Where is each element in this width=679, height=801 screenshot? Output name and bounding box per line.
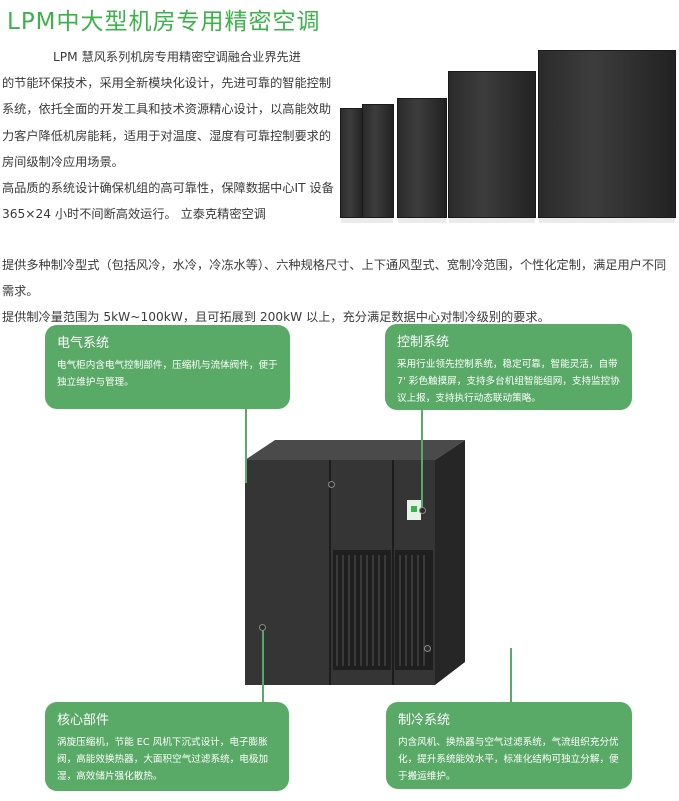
precision-ac-unit-image [245, 440, 465, 685]
unit-small-2 [362, 104, 394, 223]
connector-control [421, 410, 423, 510]
marker-cooling [424, 645, 431, 652]
connector-cooling [510, 648, 512, 702]
marker-electrical [328, 481, 335, 488]
feature-box-control: 控制系统 采用行业领先控制系统，稳定可靠，智能灵活，自带 7' 彩色触摸屏，支持… [385, 324, 632, 410]
feature-box-electrical: 电气系统 电气柜内含电气控制部件，压缩机与流体阀件，便于独立维护与管理。 [45, 325, 290, 409]
feature-box-cooling: 制冷系统 内含风机、换热器与空气过滤系统，气流组织充分优化，提升系统能效水平，标… [386, 702, 632, 789]
unit-medium-2 [448, 71, 536, 223]
unit-large [538, 50, 676, 223]
feature-text: 采用行业领先控制系统，稳定可靠，智能灵活，自带 7' 彩色触摸屏，支持多台机组智… [397, 359, 620, 404]
feature-text: 涡旋压缩机，节能 EC 风机下沉式设计，电子膨胀阀，高能效换热器，大面积空气过滤… [57, 737, 269, 782]
feature-title: 电气系统 [57, 336, 110, 351]
intro-body: 的节能环保技术，采用全新模块化设计，先进可靠的智能控制系统，依托全面的开发工具和… [2, 76, 332, 169]
unit-medium-1 [397, 98, 447, 223]
marker-core [259, 624, 266, 631]
paragraph-2: 提供多种制冷型式（包括风冷，水冷，冷冻水等）、六种规格尺寸、上下通风型式、宽制冷… [2, 258, 667, 299]
paragraph-3: 提供制冷量范围为 5kW~100kW，且可拓展到 200kW 以上，充分满足数据… [2, 310, 550, 324]
feature-text: 电气柜内含电气控制部件，压缩机与流体阀件，便于独立维护与管理。 [57, 360, 278, 388]
feature-box-core: 核心部件 涡旋压缩机，节能 EC 风机下沉式设计，电子膨胀阀，高能效换热器，大面… [45, 702, 289, 791]
feature-text: 内含风机、换热器与空气过滤系统，气流组织充分优化，提升系统能效水平，标准化结构可… [398, 737, 619, 782]
intro-reliability: 高品质的系统设计确保机组的高可靠性，保障数据中心IT 设备 365×24 小时不… [2, 181, 334, 222]
intro-paragraph: LPM 慧风系列机房专用精密空调融合业界先进 的节能环保技术，采用全新模块化设计… [2, 44, 334, 227]
connector-electrical [245, 409, 247, 483]
page-title: LPM中大型机房专用精密空调 [7, 9, 321, 35]
connector-core [262, 628, 264, 702]
product-lineup-image [340, 46, 676, 223]
feature-title: 核心部件 [57, 713, 110, 728]
feature-title: 制冷系统 [398, 713, 451, 728]
unit-small-1 [340, 108, 364, 223]
feature-title: 控制系统 [397, 335, 450, 350]
intro-first-line: LPM 慧风系列机房专用精密空调融合业界先进 [53, 50, 301, 64]
marker-control [419, 507, 426, 514]
